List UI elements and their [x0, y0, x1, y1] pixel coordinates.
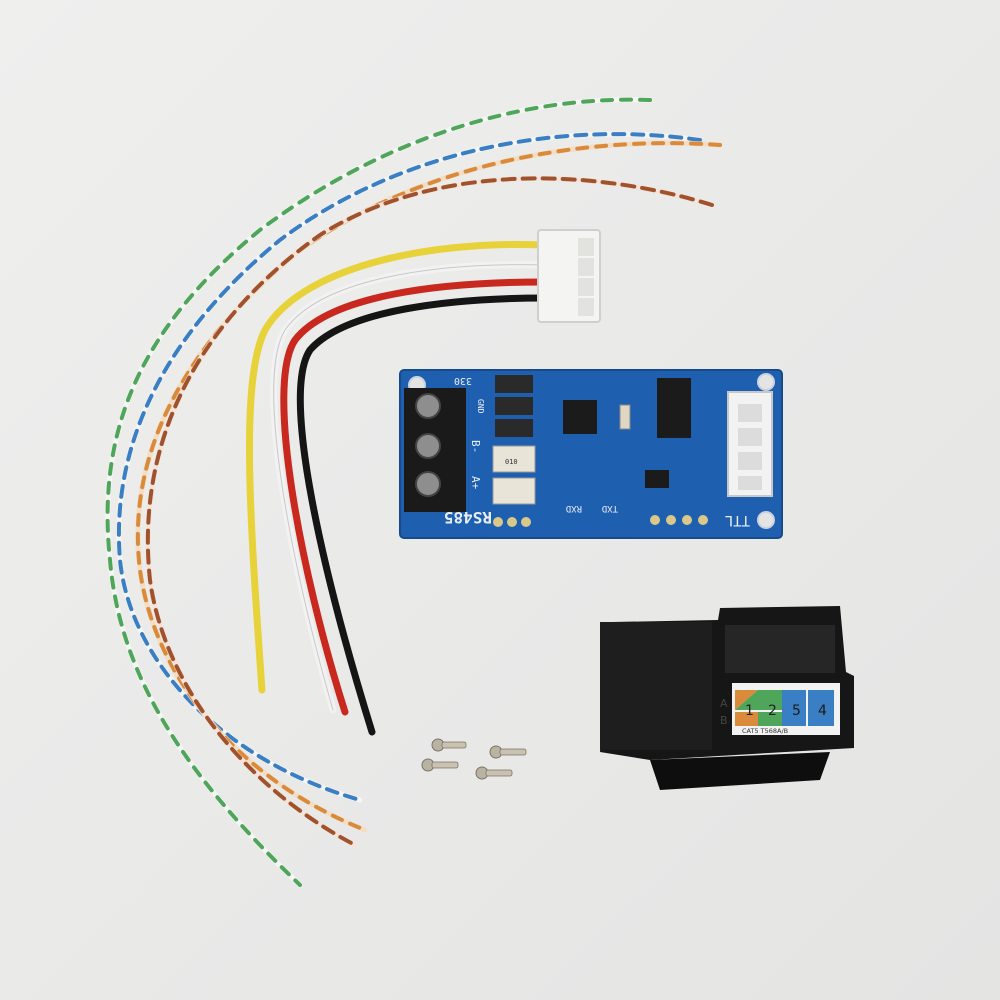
twisted-pair-wires: [105, 97, 723, 888]
screw: [431, 738, 467, 752]
resistor: [492, 477, 536, 505]
ic-chip: [657, 378, 691, 438]
row-a-label: A: [720, 697, 728, 710]
chip-label: 010: [505, 458, 518, 466]
resistor-label: 330: [454, 375, 472, 386]
rxd-label: RXD: [566, 503, 582, 513]
diode: [495, 375, 533, 393]
mounting-hole: [757, 373, 775, 391]
screw: [489, 745, 527, 759]
gnd-label: GND: [476, 399, 485, 414]
pin-5: 5: [792, 703, 801, 719]
screws: [421, 738, 527, 780]
transceiver-chip: [563, 400, 597, 434]
jumper-wire-harness: [246, 240, 549, 736]
regulator: [645, 470, 669, 488]
pin-1: 1: [745, 703, 754, 719]
pcb-title: RS485: [444, 508, 492, 527]
diode: [495, 419, 533, 437]
screw: [421, 758, 459, 772]
crystal: [619, 404, 631, 430]
mounting-hole: [757, 511, 775, 529]
rj45-keystone-jack: A B 1 2 5 4 CAT5 T568A/B: [600, 606, 854, 790]
spec-label: CAT5 T568A/B: [742, 727, 788, 735]
a-label: A+: [469, 476, 482, 490]
diode: [495, 397, 533, 415]
screw: [475, 766, 513, 780]
pin-4: 4: [818, 703, 827, 719]
jst-connector: [537, 229, 601, 323]
ttl-label: TTL: [725, 512, 750, 528]
row-b-label: B: [720, 714, 728, 727]
pin-2: 2: [768, 703, 777, 719]
rs485-module: RS485 TTL RXD TXD B- A+ 330 GND 010: [399, 369, 783, 539]
b-label: B-: [469, 440, 482, 453]
txd-label: TXD: [602, 503, 618, 513]
resistor: [492, 445, 536, 473]
screw-terminal: [404, 388, 466, 512]
